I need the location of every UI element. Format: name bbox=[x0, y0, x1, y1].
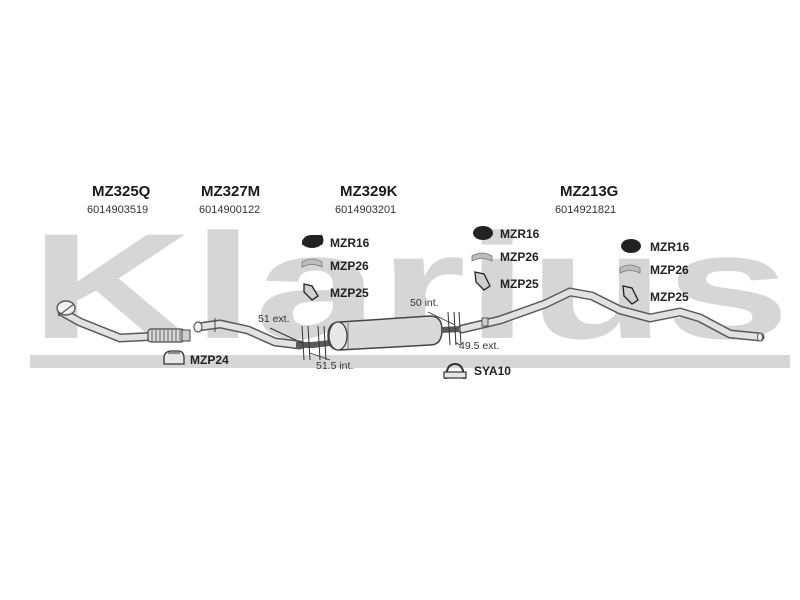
part-number-2: 6014900122 bbox=[199, 204, 261, 216]
bracket-icon bbox=[303, 283, 319, 301]
middle-silencer bbox=[311, 315, 463, 351]
accessory-label: MZP25 bbox=[330, 286, 369, 300]
part-code-3: MZ329K bbox=[340, 183, 398, 200]
u-clamp-icon bbox=[443, 362, 467, 380]
bracket-icon bbox=[474, 271, 491, 291]
joint-markers bbox=[269, 311, 462, 361]
accessory-label: MZR16 bbox=[650, 240, 690, 254]
accessory-label-sya10: SYA10 bbox=[474, 364, 511, 378]
accessory-label: MZP26 bbox=[330, 259, 369, 273]
part-number-1: 6014903519 bbox=[87, 204, 149, 216]
rubber-mount-icon bbox=[473, 226, 493, 240]
dimension-label: 50 int. bbox=[410, 297, 439, 309]
accessory-label: MZP25 bbox=[650, 290, 689, 304]
clamp-icon bbox=[163, 350, 185, 365]
part-number-3: 6014903201 bbox=[335, 204, 397, 216]
accessory-label: MZP26 bbox=[500, 250, 539, 264]
accessory-label: MZR16 bbox=[330, 236, 370, 250]
hanger-clip-icon bbox=[471, 252, 493, 262]
front-pipe bbox=[56, 300, 191, 343]
hanger-clip-icon bbox=[301, 258, 323, 268]
accessory-label: MZP26 bbox=[650, 263, 689, 277]
part-number-4: 6014921821 bbox=[555, 204, 617, 216]
hanger-clip-icon bbox=[619, 264, 641, 274]
dimension-label: 49.5 ext. bbox=[459, 340, 500, 352]
accessory-label: MZP25 bbox=[500, 277, 539, 291]
rubber-mount-icon bbox=[302, 235, 324, 248]
accessory-label-mzp24: MZP24 bbox=[190, 353, 229, 367]
rear-pipe bbox=[457, 287, 765, 342]
part-code-2: MZ327M bbox=[201, 183, 261, 200]
bracket-icon bbox=[622, 285, 639, 305]
part-code-4: MZ213G bbox=[560, 183, 619, 200]
intermediate-pipe bbox=[193, 318, 315, 350]
accessory-label: MZR16 bbox=[500, 227, 540, 241]
part-code-1: MZ325Q bbox=[92, 183, 151, 200]
rubber-mount-icon bbox=[621, 239, 641, 253]
dimension-label: 51.5 int. bbox=[316, 360, 354, 372]
dimension-label: 51 ext. bbox=[258, 313, 290, 325]
